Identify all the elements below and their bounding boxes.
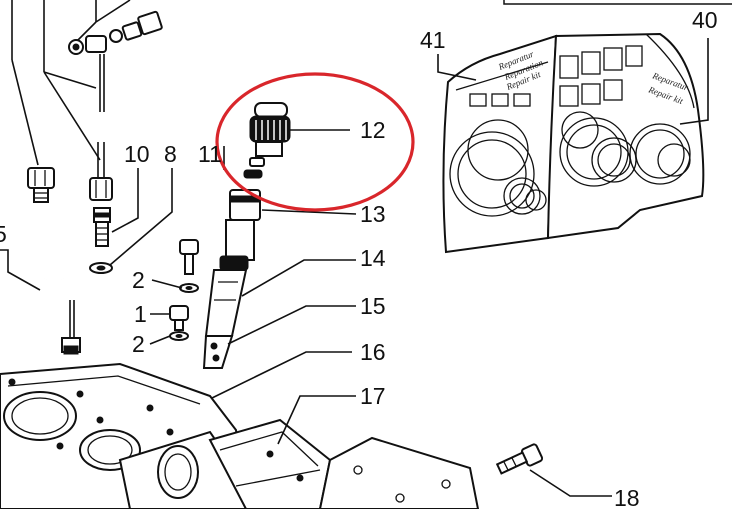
label-part-15: 15 <box>360 293 386 319</box>
top-left-fittings <box>11 0 173 274</box>
part-number-labels: 10 8 11 12 13 14 15 16 17 18 2 1 2 5 41 … <box>0 7 718 509</box>
label-part-14: 14 <box>360 245 386 271</box>
label-part-41: 41 <box>420 27 446 53</box>
highlight-circle <box>215 72 415 212</box>
gasket-kit-40: Reparatur Repair kit <box>546 32 709 240</box>
label-part-2-lower: 2 <box>132 331 145 357</box>
engine-block <box>0 351 480 509</box>
label-part-18: 18 <box>614 485 640 509</box>
small-bolts <box>149 239 199 345</box>
label-part-1: 1 <box>134 301 147 327</box>
label-part-8: 8 <box>164 141 177 167</box>
label-part-17: 17 <box>360 383 386 409</box>
label-part-5: 5 <box>0 221 7 247</box>
label-part-11: 11 <box>198 141 222 167</box>
bolt-part-18 <box>495 443 612 497</box>
dipstick-part <box>0 249 81 355</box>
label-part-16: 16 <box>360 339 386 365</box>
label-part-12: 12 <box>360 117 386 143</box>
frame-corner <box>503 0 732 5</box>
label-part-2-upper: 2 <box>132 267 145 293</box>
injector-assembly <box>202 102 357 369</box>
gasket-kit-41: Reparatur Reparation Repair kit <box>437 34 558 254</box>
label-part-10: 10 <box>124 141 150 167</box>
label-part-13: 13 <box>360 201 386 227</box>
label-part-40: 40 <box>692 7 718 33</box>
